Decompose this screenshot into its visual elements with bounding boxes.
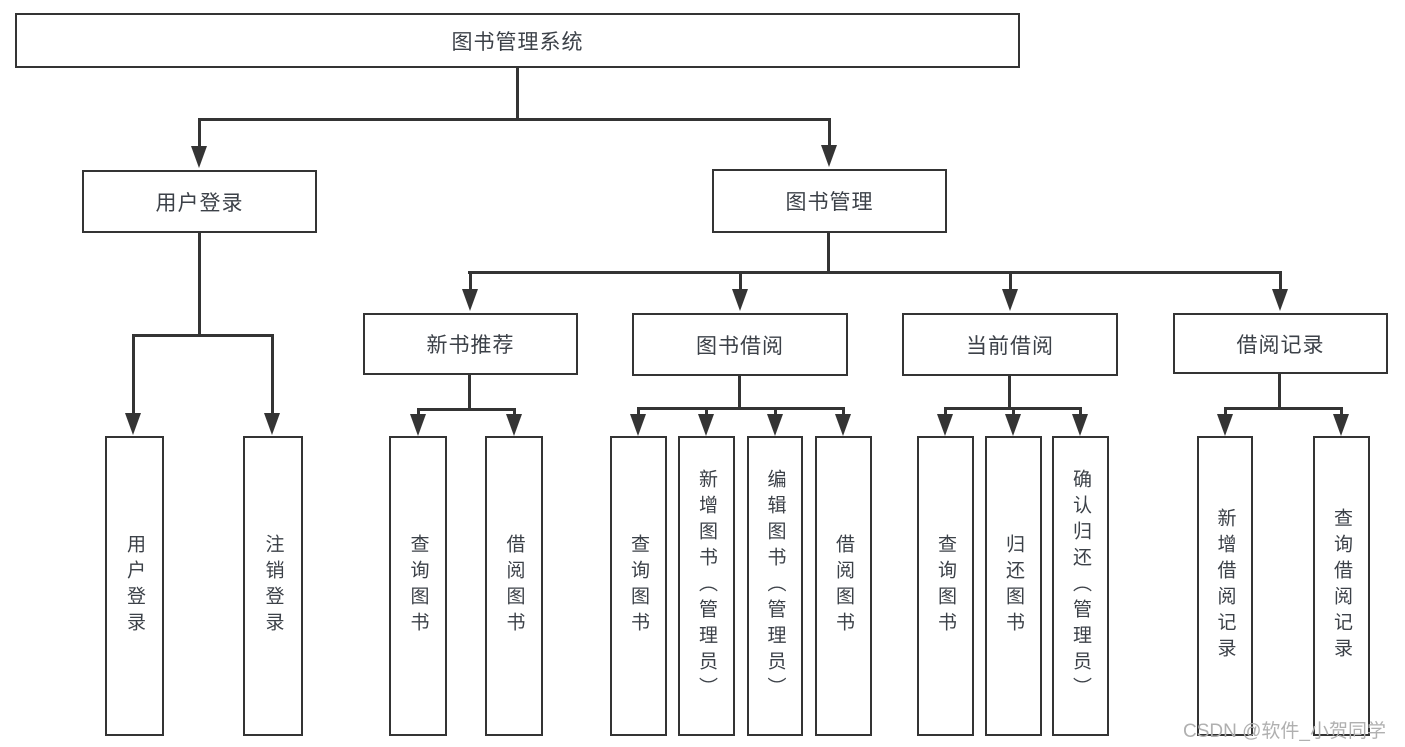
leaf-add-books-admin-label: 新增图书（管理员）	[696, 469, 717, 703]
csdn-watermark: CSDN @软件_小贺同学	[1183, 721, 1386, 742]
arrowhead-down-icon	[1002, 289, 1018, 311]
node-borrow-record: 借阅记录	[1173, 313, 1388, 374]
leaf-query-books-recommend: 查询图书	[389, 436, 447, 736]
node-borrow-record-label: 借阅记录	[1236, 333, 1325, 357]
line	[1340, 407, 1343, 418]
leaf-query-borrow-record: 查询借阅记录	[1313, 436, 1370, 736]
arrowhead-down-icon	[1005, 414, 1021, 436]
leaf-return-books: 归还图书	[985, 436, 1042, 736]
leaf-add-borrow-record-label: 新增借阅记录	[1214, 508, 1236, 664]
line	[271, 334, 274, 415]
leaf-logout-label: 注销登录	[262, 534, 284, 638]
line	[1224, 407, 1343, 410]
leaf-user-login: 用户登录	[105, 436, 164, 736]
line	[1224, 407, 1227, 418]
leaf-edit-books-admin-label: 编辑图书（管理员）	[764, 469, 786, 703]
arrowhead-down-icon	[410, 414, 426, 436]
leaf-return-books-label: 归还图书	[1003, 534, 1024, 638]
leaf-query-borrow-record-label: 查询借阅记录	[1331, 508, 1352, 664]
line	[739, 271, 742, 293]
line	[637, 407, 844, 410]
line	[944, 407, 947, 418]
leaf-query-books-current-label: 查询图书	[935, 534, 956, 638]
arrowhead-down-icon	[264, 413, 280, 435]
line	[198, 233, 201, 334]
line	[705, 407, 708, 418]
leaf-query-books-current: 查询图书	[917, 436, 974, 736]
arrowhead-down-icon	[1072, 414, 1088, 436]
leaf-logout: 注销登录	[243, 436, 303, 736]
arrowhead-down-icon	[506, 414, 522, 436]
line	[417, 408, 420, 418]
arrowhead-down-icon	[821, 145, 837, 167]
arrowhead-down-icon	[462, 289, 478, 311]
arrowhead-down-icon	[191, 146, 207, 168]
node-current-borrow-label: 当前借阅	[966, 334, 1054, 358]
line	[1279, 271, 1282, 293]
arrowhead-down-icon	[1217, 414, 1233, 436]
leaf-borrow-books: 借阅图书	[815, 436, 872, 736]
node-book-management-label: 图书管理	[785, 191, 874, 214]
node-current-borrow: 当前借阅	[902, 313, 1118, 376]
leaf-confirm-return-admin: 确认归还（管理员）	[1052, 436, 1109, 736]
leaf-borrow-books-label: 借阅图书	[833, 534, 854, 638]
arrowhead-down-icon	[1272, 289, 1288, 311]
node-new-book-recommend-label: 新书推荐	[426, 334, 515, 357]
line	[1079, 407, 1082, 418]
leaf-borrow-books-recommend-label: 借阅图书	[503, 534, 525, 638]
node-book-management: 图书管理	[712, 169, 947, 233]
leaf-query-books: 查询图书	[610, 436, 667, 736]
line	[828, 118, 831, 147]
arrowhead-down-icon	[937, 414, 953, 436]
arrowhead-down-icon	[767, 414, 783, 436]
line	[132, 334, 274, 337]
arrowhead-down-icon	[630, 414, 646, 436]
leaf-user-login-label: 用户登录	[124, 534, 145, 638]
node-book-borrow: 图书借阅	[632, 313, 848, 376]
line	[469, 271, 472, 293]
line	[468, 375, 471, 409]
line	[198, 118, 201, 148]
line	[513, 408, 516, 418]
leaf-add-borrow-record: 新增借阅记录	[1197, 436, 1253, 736]
line	[1278, 374, 1281, 408]
node-new-book-recommend: 新书推荐	[363, 313, 578, 375]
arrowhead-down-icon	[698, 414, 714, 436]
line	[198, 118, 831, 121]
leaf-query-books-label: 查询图书	[628, 534, 649, 638]
line	[417, 408, 515, 411]
line	[1012, 407, 1015, 418]
arrowhead-down-icon	[835, 414, 851, 436]
line	[774, 407, 777, 418]
arrowhead-down-icon	[1333, 414, 1349, 436]
line	[516, 68, 519, 118]
arrowhead-down-icon	[125, 413, 141, 435]
leaf-query-books-recommend-label: 查询图书	[407, 534, 429, 638]
node-root-label: 图书管理系统	[451, 30, 584, 54]
line	[738, 376, 741, 408]
node-user-login-label: 用户登录	[155, 191, 244, 215]
node-book-borrow-label: 图书借阅	[696, 334, 784, 358]
node-user-login: 用户登录	[82, 170, 317, 233]
leaf-edit-books-admin: 编辑图书（管理员）	[747, 436, 803, 736]
node-root: 图书管理系统	[15, 13, 1020, 68]
line	[1008, 376, 1011, 408]
line	[827, 233, 830, 273]
line	[132, 334, 135, 415]
line	[1009, 271, 1012, 293]
line	[468, 271, 1282, 274]
leaf-confirm-return-admin-label: 确认归还（管理员）	[1070, 469, 1091, 703]
leaf-add-books-admin: 新增图书（管理员）	[678, 436, 735, 736]
leaf-borrow-books-recommend: 借阅图书	[485, 436, 543, 736]
line	[842, 407, 845, 418]
line	[637, 407, 640, 418]
arrowhead-down-icon	[732, 289, 748, 311]
